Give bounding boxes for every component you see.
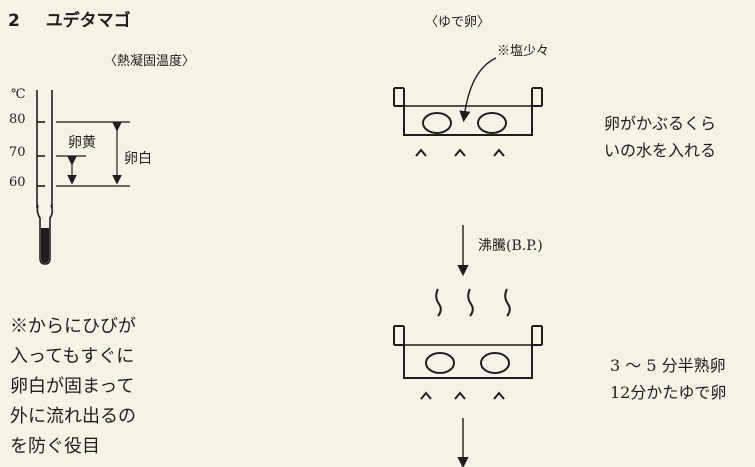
pot-with-eggs-icon <box>393 87 543 136</box>
flame-icon <box>420 391 505 400</box>
process-caption: 〈ゆで卵〉 <box>425 15 491 30</box>
pot-with-eggs-icon <box>393 325 543 379</box>
yolk-label: 卵黄 <box>68 135 96 151</box>
temperature-unit: ℃ <box>11 87 26 102</box>
salt-note: ※塩少々 <box>497 44 550 59</box>
white-label: 卵白 <box>124 151 152 167</box>
flame-icon <box>415 148 505 157</box>
note-text: ※からにひびが 入ってもすぐに 卵白が固まって 外に流れ出るの を防ぐ役目 <box>10 312 136 462</box>
step2-line: 3 ～ 5 分半熟卵 <box>610 356 726 375</box>
step1-line: 卵がかぶるくら <box>604 114 717 133</box>
section-title-text: ユデタマゴ <box>45 11 131 31</box>
temperature-range-brackets <box>56 121 130 187</box>
section-title: 2 ユデタマゴ <box>8 6 131 31</box>
note-line: ※からにひびが <box>10 316 136 337</box>
step2-line: 12分かたゆで卵 <box>610 383 727 402</box>
step1-text: 卵がかぶるくら いの水を入れる <box>604 110 716 164</box>
tick-label-80: 80 <box>9 112 26 127</box>
note-line: を防ぐ役目 <box>10 436 100 457</box>
salt-arrow <box>459 57 497 123</box>
steam-icon <box>435 288 511 317</box>
tick-label-60: 60 <box>9 175 26 190</box>
step2-text: 3 ～ 5 分半熟卵 12分かたゆで卵 <box>610 352 726 406</box>
note-line: 卵白が固まって <box>10 376 135 397</box>
note-line: 外に流れ出るの <box>10 406 136 427</box>
thermometer-icon <box>36 90 54 265</box>
tick-label-70: 70 <box>9 145 26 160</box>
boil-label: 沸騰(B.P.) <box>478 238 543 254</box>
section-number: 2 <box>8 11 20 31</box>
step1-line: いの水を入れる <box>604 141 717 160</box>
thermometer-caption: 〈熱凝固温度〉 <box>104 54 196 69</box>
note-line: 入ってもすぐに <box>10 346 135 367</box>
